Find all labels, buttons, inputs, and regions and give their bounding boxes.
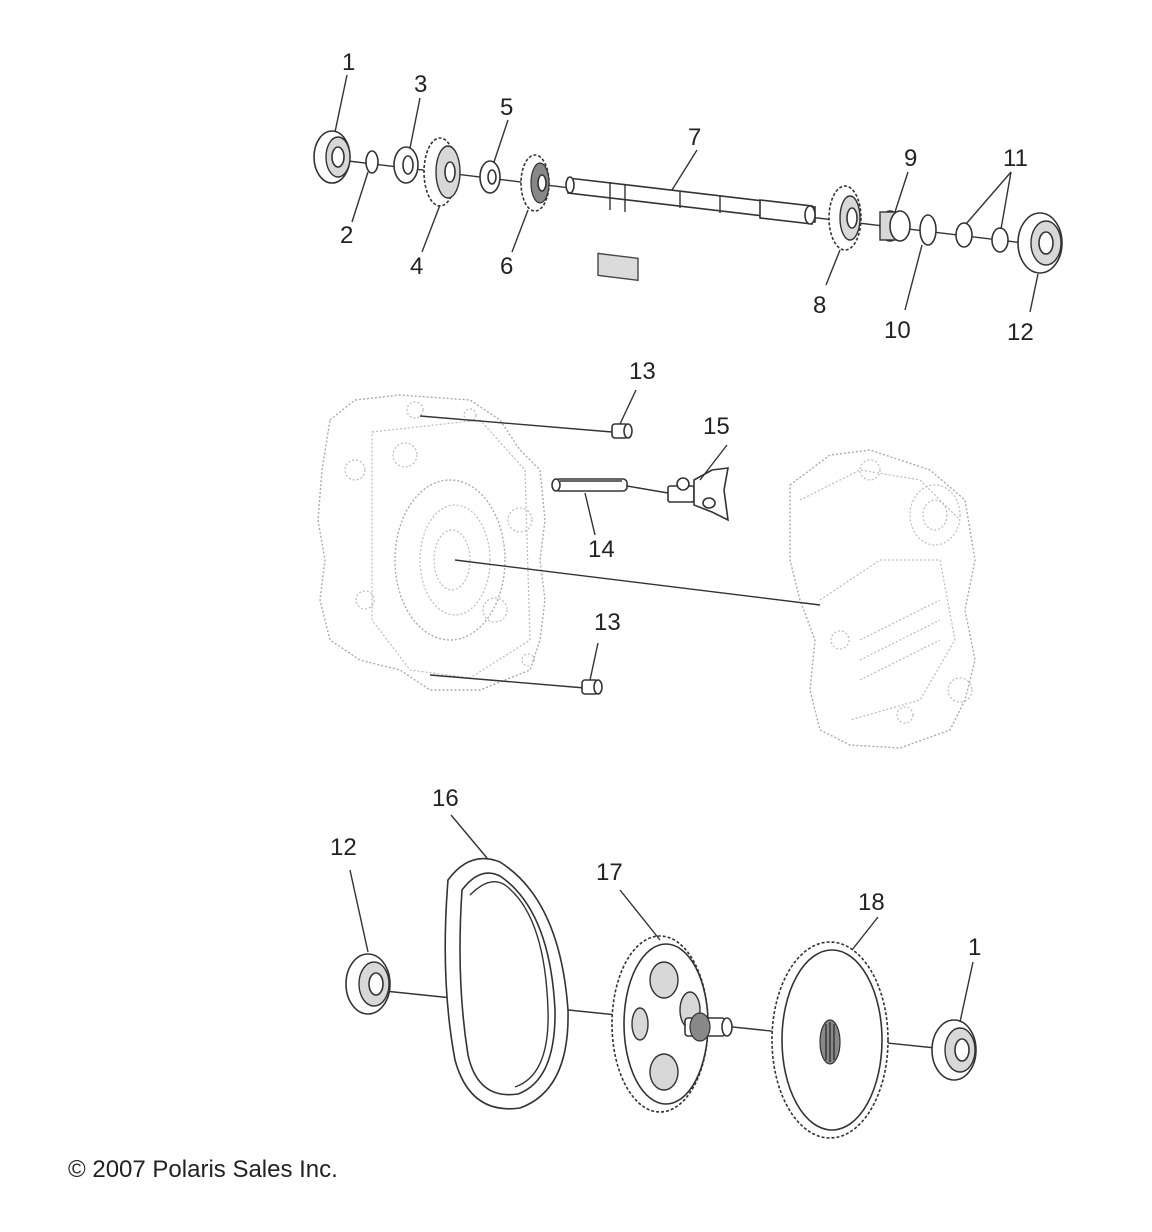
- gear-part-17: [611, 935, 733, 1113]
- label-14: 14: [588, 536, 615, 563]
- dowel-part-13-lower: [581, 679, 603, 695]
- label-4: 4: [410, 253, 423, 280]
- label-3: 3: [414, 71, 427, 98]
- bearing-part-12: [1017, 212, 1063, 274]
- label-18: 18: [858, 889, 885, 916]
- gear-part-18: [771, 941, 889, 1139]
- fork-part-15: [667, 467, 729, 522]
- bearing-part-12-lower: [345, 953, 391, 1015]
- label-9: 9: [904, 145, 917, 172]
- collar-part-9: [879, 210, 911, 242]
- copyright-text: © 2007 Polaris Sales Inc.: [68, 1156, 338, 1183]
- case-assembly: 13 13 14 15: [317, 358, 976, 749]
- dowel-part-13-upper: [611, 423, 633, 439]
- chain-part-16: [444, 857, 569, 1110]
- label-15: 15: [703, 413, 730, 440]
- label-1-lower: 1: [968, 934, 981, 961]
- label-11: 11: [1003, 145, 1028, 172]
- label-5: 5: [500, 94, 513, 121]
- label-16: 16: [432, 785, 459, 812]
- shaft-part-7: [565, 176, 816, 282]
- label-10: 10: [884, 317, 911, 344]
- washer-part-5: [479, 160, 501, 194]
- label-6: 6: [500, 253, 513, 280]
- label-8: 8: [813, 292, 826, 319]
- pin-part-14: [551, 478, 669, 494]
- snap-ring-part-2: [365, 150, 379, 174]
- label-12-lower: 12: [330, 834, 357, 861]
- left-case-half: [317, 394, 546, 691]
- washer-part-3: [393, 146, 419, 184]
- gear-part-6: [520, 154, 550, 212]
- label-17: 17: [596, 859, 623, 886]
- chain-gear-assembly: 12 16 17 18 1: [330, 785, 981, 1139]
- label-13-upper: 13: [629, 358, 656, 385]
- right-case-half: [789, 449, 976, 749]
- label-2: 2: [340, 222, 353, 249]
- gear-part-8: [828, 185, 862, 251]
- bearing-part-1-lower: [931, 1019, 977, 1081]
- bearing-part-1: [313, 130, 351, 184]
- label-13-lower: 13: [594, 609, 621, 636]
- ring-part-10: [919, 214, 937, 246]
- label-7: 7: [688, 124, 701, 151]
- shaft-assembly: 1 2 3 4 5 6 7 8 9 10 11 12: [313, 49, 1063, 346]
- label-12: 12: [1007, 319, 1034, 346]
- gear-part-4: [423, 137, 461, 207]
- rings-part-11: [955, 222, 1009, 253]
- label-1: 1: [342, 49, 355, 76]
